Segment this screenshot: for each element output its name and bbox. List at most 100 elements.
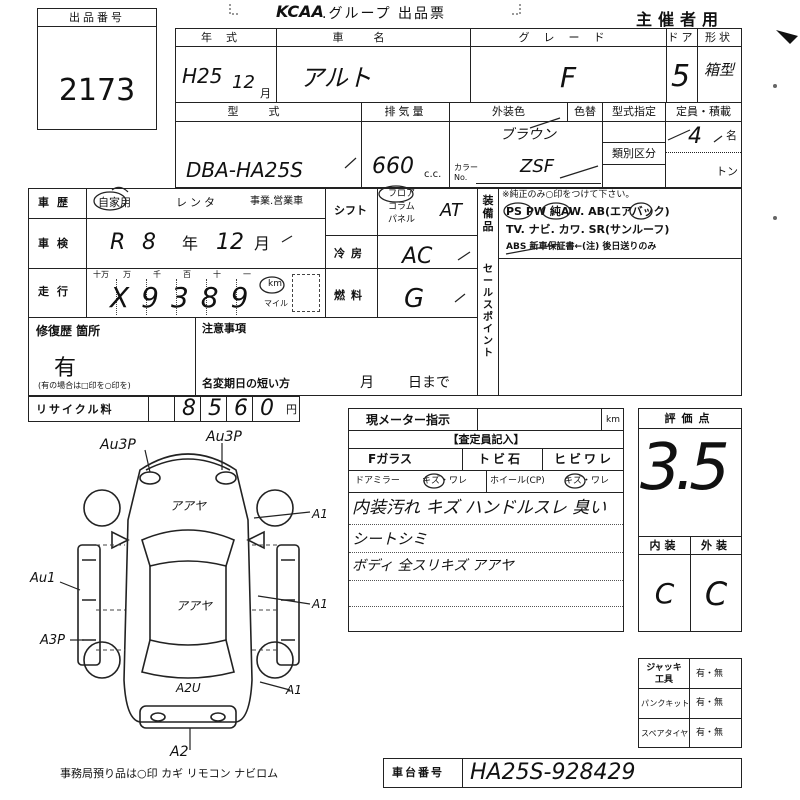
grade-label: グレード (518, 31, 619, 44)
equipment-line-2: TV. ナビ. カワ. SR(サンルーフ) (506, 223, 670, 236)
lot-number: 2173 (58, 73, 136, 108)
mark-a1-right-mid: A1 (312, 597, 328, 611)
door-value: 5 (671, 59, 691, 94)
year-value: H25 (182, 64, 223, 88)
shift-floor: フロア (388, 189, 416, 199)
notes-label: 注意事項 (202, 322, 246, 335)
mark-a3p-left: A3P (40, 633, 66, 648)
displacement-value: 660 (372, 154, 414, 179)
year-label: 年式 (201, 31, 251, 44)
jack-option: 有・無 (696, 669, 724, 679)
shift-label: シフト (334, 204, 367, 217)
month-value: 12 (232, 72, 255, 93)
mirror-label: ドアミラー (355, 476, 400, 486)
shift-panel: パネル (388, 215, 416, 225)
digit-10k: 万 (123, 270, 131, 279)
puncture-kit-label: パンクキット (641, 699, 690, 708)
name-change-month: 月 (360, 375, 374, 391)
repair-label: 修復歴 箇所 (36, 324, 101, 338)
chassis-number: HA25S-928429 (470, 760, 636, 785)
mileage-check-box (292, 274, 320, 312)
door-label: ドア (667, 31, 696, 44)
spare-tire-option: 有・無 (696, 728, 724, 738)
month-unit: 月 (260, 87, 271, 100)
exterior-score: C (704, 575, 728, 613)
fuel-label: 燃料 (334, 289, 368, 302)
grade-value: F (560, 61, 577, 94)
inspector-note-1: 内装汚れ キズ ハンドルスレ 臭い (352, 498, 607, 518)
mark-a1-rear-right: A1 (286, 683, 302, 697)
recycle-value: 8560 (182, 396, 286, 421)
color-label: 外装色 (492, 105, 525, 118)
interior-score: C (654, 577, 675, 610)
mark-roof: アアヤ (176, 599, 213, 613)
repair-note: (有の場合は□印を○印を) (38, 381, 131, 390)
recycle-unit: 円 (286, 403, 297, 416)
inspector-label: 【査定員記入】 (447, 433, 525, 446)
lot-number-box (37, 8, 157, 130)
interior-label: 内装 (649, 539, 680, 552)
color-change-label: 色替 (574, 105, 596, 118)
capacity-unit: 名 (726, 129, 737, 142)
office-keep-note: 事務局預り品は○印 カギ リモコン ナビロム (60, 767, 279, 780)
digit-100: 百 (183, 270, 191, 279)
recycle-label: リサイクル料 (36, 403, 114, 416)
inspector-box (348, 408, 624, 632)
history-rental: レンタ (176, 196, 218, 209)
car-name-label: 車名 (332, 31, 415, 44)
equipment-note: ※純正のみ○印をつけて下さい。 (502, 190, 635, 200)
category-label: 類別区分 (612, 147, 656, 160)
inspection-era: R (110, 230, 126, 255)
color-value: ブラウン (500, 127, 556, 143)
equipment-line-3: ABS 新車保証書←(注) 後日送りのみ (506, 242, 657, 252)
repair-value: 有 (54, 356, 77, 381)
digit-1k: 千 (153, 270, 161, 279)
mark-a1-right-front: A1 (312, 507, 328, 521)
shift-value: AT (440, 200, 462, 221)
shift-column: コラム (388, 202, 415, 212)
lot-number-label: 出品番号 (69, 11, 125, 24)
inspection-month-unit: 月 (254, 234, 271, 253)
wheel-label: ホイール(CP) (490, 476, 545, 486)
spare-tire-label: スペアタイヤ (641, 729, 689, 738)
digit-100k: 十万 (93, 270, 109, 279)
mileage-unit-mile: マイル (264, 299, 288, 308)
capacity-value: 4 (688, 124, 702, 149)
name-change-day: 日まで (408, 375, 450, 391)
model-value: DBA-HA25S (186, 158, 303, 182)
score-label: 評価点 (664, 412, 716, 425)
aircon-label: 冷房 (334, 247, 368, 260)
mileage-value: X9389 (110, 281, 261, 314)
digit-1: 一 (243, 270, 251, 279)
inspection-year: 8 (142, 230, 156, 255)
mark-au1-left: Au1 (30, 571, 56, 586)
fuel-value: G (404, 284, 425, 314)
mark-au3p-right: Au3P (206, 429, 242, 445)
equipment-label: 装 備 品 (482, 194, 494, 233)
inspector-note-2: シートシミ (352, 530, 428, 548)
model-table (175, 102, 742, 188)
color-no-value: ZSF (520, 156, 555, 177)
glass-label: Fガラス (368, 452, 412, 466)
mark-au3p-left: Au3P (100, 437, 136, 453)
meter-label: 現メーター指示 (366, 413, 451, 427)
body-type-label: 形状 (705, 31, 733, 44)
capacity-label: 定員・積載 (676, 105, 731, 118)
inspection-label: 車検 (38, 237, 76, 250)
cc-unit: c.c. (424, 169, 442, 180)
ton-unit: トン (716, 165, 738, 178)
crack-label: ヒビワレ (554, 452, 615, 466)
form-title: .グループ 出品票 (322, 6, 447, 22)
mileage-unit-km: km (268, 279, 282, 289)
equipment-line-1: PS PW 純AW. AB(エアバック) (506, 205, 670, 218)
kcaa-logo: KCAA (276, 2, 324, 21)
jack-label: ジャッキ 工具 (646, 663, 682, 685)
wheel-options: キズ・ワレ (564, 476, 610, 486)
mileage-label: 走行 (38, 285, 76, 298)
car-name-value: アルト (300, 64, 372, 92)
inspection-year-unit: 年 (182, 234, 199, 253)
body-type-value: 箱型 (704, 61, 735, 79)
history-label: 車歴 (38, 196, 76, 209)
recycle-box (28, 396, 300, 422)
